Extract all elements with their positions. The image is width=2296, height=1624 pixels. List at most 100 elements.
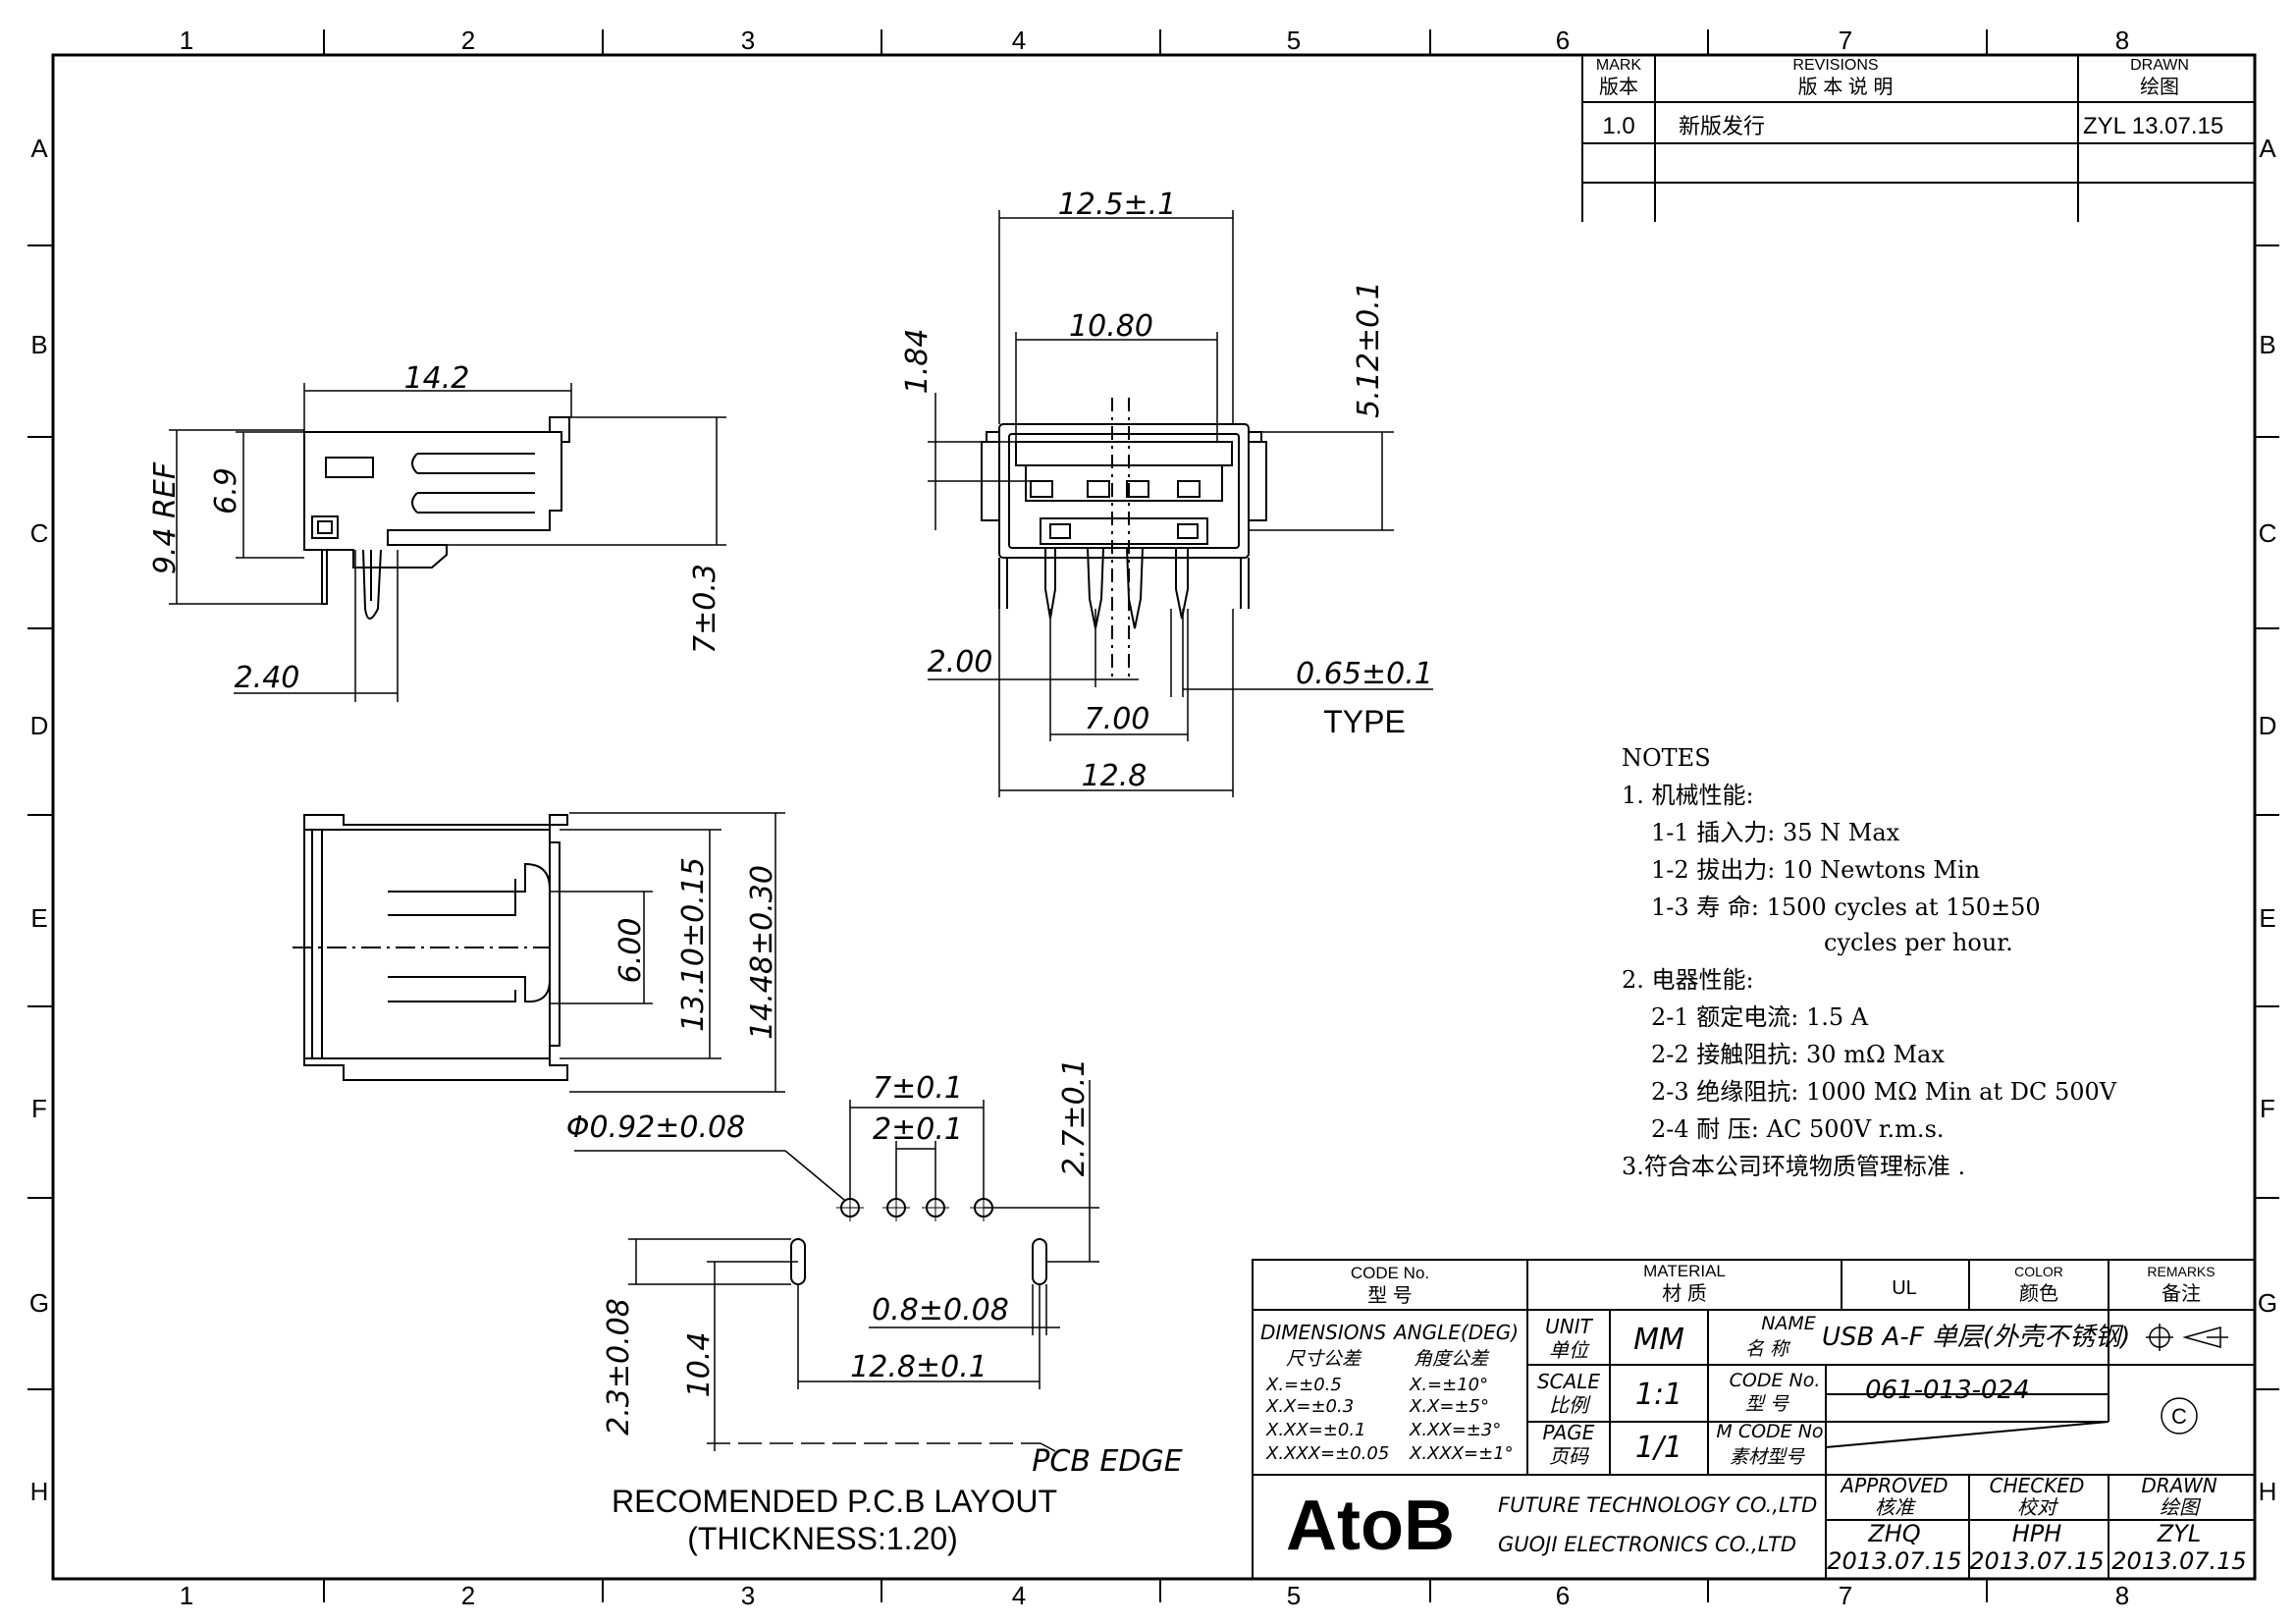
col-label-bottom: 2 bbox=[461, 1581, 475, 1610]
row-label-left: A bbox=[30, 134, 48, 163]
tb-checked-cn: 校对 bbox=[2017, 1495, 2059, 1519]
pcb-thickness: (THICKNESS:1.20) bbox=[687, 1521, 958, 1556]
note-line: 1. 机械性能: bbox=[1622, 782, 1754, 809]
tb-checked: CHECKED bbox=[1990, 1474, 2085, 1497]
dim-width-outer: 12.5±.1 bbox=[1058, 188, 1177, 222]
dim-slot-width: 0.8±0.08 bbox=[872, 1293, 1009, 1327]
dim-pitch: 2.00 bbox=[928, 645, 993, 679]
row-label-left: E bbox=[30, 903, 47, 933]
dim-port-width: 6.00 bbox=[614, 918, 648, 984]
tb-scale-cn: 比例 bbox=[1549, 1393, 1591, 1417]
rev-mark-header-cn: 版本 bbox=[1599, 76, 1638, 98]
note-line: 2. 电器性能: bbox=[1622, 966, 1754, 994]
tb-tol-ang: X.=±10° bbox=[1409, 1375, 1488, 1395]
dim-depth: 10.4 bbox=[682, 1332, 717, 1398]
tb-copyright: C bbox=[2171, 1404, 2187, 1429]
row-label-left: G bbox=[29, 1288, 49, 1318]
rev-mark-value: 1.0 bbox=[1602, 113, 1634, 139]
dim-pin-width: 0.65±0.1 bbox=[1296, 657, 1433, 691]
dim-height: 5.12±0.1 bbox=[1352, 281, 1386, 418]
tb-tol-ang: X.XX=±3° bbox=[1409, 1420, 1501, 1440]
tb-approved: APPROVED bbox=[1839, 1474, 1948, 1497]
side-view: 14.2 6.9 9.4 REF 7±0.3 2.40 bbox=[148, 361, 726, 702]
tb-unit: UNIT bbox=[1545, 1315, 1593, 1338]
dim-hole-span-2: 2±0.1 bbox=[873, 1112, 963, 1147]
logo-text: AtoB bbox=[1286, 1487, 1455, 1565]
row-label-right: E bbox=[2259, 903, 2275, 933]
dim-height-ref: 9.4 REF bbox=[148, 461, 183, 574]
tb-scale: SCALE bbox=[1537, 1370, 1600, 1393]
row-label-right: B bbox=[2259, 330, 2275, 359]
tb-approved-date: 2013.07.15 bbox=[1827, 1547, 1961, 1575]
dim-foot-span: 12.8 bbox=[1082, 759, 1148, 793]
col-label-bottom: 7 bbox=[1839, 1581, 1852, 1610]
row-label-left: C bbox=[30, 518, 49, 548]
col-label-bottom: 3 bbox=[741, 1581, 755, 1610]
dim-hole-span-7: 7±0.1 bbox=[873, 1071, 963, 1106]
tb-code-value: 061-013-024 bbox=[1865, 1376, 2030, 1405]
col-label-bottom: 8 bbox=[2115, 1581, 2129, 1610]
tb-name-value: USB A-F 单层(外壳不锈钢) bbox=[1822, 1323, 2130, 1352]
col-label-bottom: 4 bbox=[1012, 1581, 1026, 1610]
tb-mcode: M CODE No. bbox=[1716, 1421, 1829, 1442]
tb-drawn-date: 2013.07.15 bbox=[2111, 1547, 2246, 1575]
col-label-top: 8 bbox=[2115, 26, 2129, 55]
note-line: cycles per hour. bbox=[1824, 929, 2013, 956]
pcb-layout-title: RECOMENDED P.C.B LAYOUT bbox=[612, 1484, 1057, 1519]
zone-ticks bbox=[27, 29, 2279, 1602]
tb-company1: FUTURE TECHNOLOGY CO.,LTD bbox=[1498, 1493, 1817, 1517]
row-label-left: B bbox=[30, 330, 47, 359]
tb-angle-cn: 角度公差 bbox=[1414, 1348, 1490, 1370]
tb-code-no-cn: 型 号 bbox=[1367, 1284, 1413, 1307]
tb-unit-value: MM bbox=[1633, 1323, 1684, 1357]
dim-height-69: 6.9 bbox=[209, 467, 243, 514]
note-line: 3.符合本公司环境物质管理标准 . bbox=[1622, 1153, 1965, 1180]
tb-remarks-cn: 备注 bbox=[2162, 1282, 2201, 1305]
dim-tongue: 1.84 bbox=[900, 329, 934, 395]
tb-remarks: REMARKS bbox=[2147, 1264, 2215, 1279]
note-line: 1-1 插入力: 35 N Max bbox=[1651, 819, 1900, 846]
col-label-top: 6 bbox=[1556, 26, 1570, 55]
col-label-top: 7 bbox=[1839, 26, 1852, 55]
tb-drawn-by: ZYL bbox=[2157, 1520, 2201, 1547]
col-label-bottom: 1 bbox=[180, 1581, 193, 1610]
tb-tol-lin: X.X=±0.3 bbox=[1265, 1396, 1354, 1417]
tb-unit-cn: 单位 bbox=[1549, 1338, 1590, 1362]
row-label-left: D bbox=[30, 711, 49, 740]
rev-drawn-header: DRAWN bbox=[2130, 57, 2189, 74]
tb-name: NAME bbox=[1761, 1313, 1816, 1334]
tb-material: MATERIAL bbox=[1643, 1262, 1726, 1280]
col-label-top: 4 bbox=[1012, 26, 1026, 55]
tb-approved-cn: 核准 bbox=[1875, 1495, 1916, 1519]
col-label-bottom: 5 bbox=[1287, 1581, 1301, 1610]
dim-length: 14.2 bbox=[404, 361, 470, 396]
note-line: 2-4 耐 压: AC 500V r.m.s. bbox=[1651, 1115, 1945, 1143]
tb-mcode-cn: 素材型号 bbox=[1730, 1446, 1805, 1468]
note-line: 1-2 拔出力: 10 Newtons Min bbox=[1651, 856, 1980, 884]
tb-dimensions-cn: 尺寸公差 bbox=[1286, 1348, 1362, 1370]
tb-dimensions: DIMENSIONS bbox=[1260, 1321, 1386, 1344]
rev-desc-value: 新版发行 bbox=[1679, 114, 1765, 138]
label-pin-type: TYPE bbox=[1323, 704, 1406, 739]
note-line: 1-3 寿 命: 1500 cycles at 150±50 bbox=[1651, 893, 2041, 921]
tb-color: COLOR bbox=[2014, 1264, 2063, 1279]
col-label-top: 1 bbox=[180, 26, 193, 55]
tb-page-value: 1/1 bbox=[1635, 1431, 1682, 1465]
tb-tol-lin: X.=±0.5 bbox=[1265, 1375, 1342, 1395]
row-label-left: H bbox=[30, 1477, 49, 1506]
tb-company2: GUOJI ELECTRONICS CO.,LTD bbox=[1498, 1533, 1796, 1556]
tb-code2: CODE No. bbox=[1730, 1370, 1821, 1391]
dim-slot-len: 2.3±0.08 bbox=[602, 1298, 636, 1435]
title-block: CODE No. 型 号 MATERIAL 材 质 UL COLOR 颜色 RE… bbox=[1252, 1259, 2256, 1580]
tb-drawn: DRAWN bbox=[2141, 1474, 2216, 1497]
dim-width-inner: 10.80 bbox=[1069, 309, 1153, 344]
notes: NOTES 1. 机械性能: 1-1 插入力: 35 N Max 1-2 拔出力… bbox=[1622, 744, 2117, 1180]
label-pcb-edge: PCB EDGE bbox=[1032, 1444, 1182, 1479]
notes-heading: NOTES bbox=[1622, 744, 1711, 772]
tb-scale-value: 1:1 bbox=[1635, 1378, 1682, 1412]
dim-pin-offset: 2.40 bbox=[235, 661, 300, 695]
col-label-bottom: 6 bbox=[1556, 1581, 1570, 1610]
tb-tol-lin: X.XXX=±0.05 bbox=[1265, 1443, 1389, 1464]
tb-angle: ANGLE(DEG) bbox=[1392, 1321, 1519, 1344]
dim-offset-27: 2.7±0.1 bbox=[1057, 1058, 1092, 1177]
